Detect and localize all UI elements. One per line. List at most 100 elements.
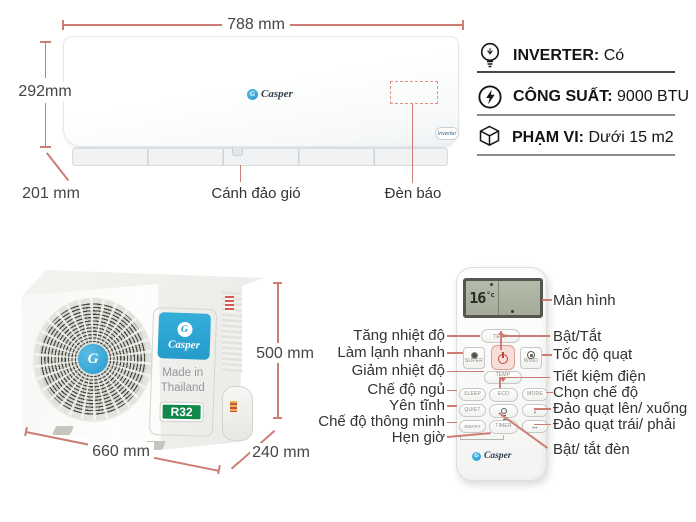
divider	[477, 71, 675, 73]
callout-fast-cooling: Làm lạnh nhanh	[337, 344, 445, 361]
casper-badge: G Casper	[157, 312, 212, 360]
brand-wordmark: Casper	[167, 337, 201, 352]
callout-line	[499, 377, 501, 388]
lightning-icon	[477, 83, 503, 111]
swing-horizontal-button: ↔	[522, 420, 548, 433]
casper-logo: G Casper	[472, 451, 511, 461]
pipe-cover	[222, 386, 253, 441]
divider	[477, 154, 675, 156]
indoor-depth-dimension: 201 mm	[20, 184, 82, 203]
temp-value: 16	[469, 289, 486, 307]
eco-button: ECO	[489, 388, 518, 402]
warning-sticker	[225, 296, 234, 312]
sleep-button: SLEEP	[459, 388, 486, 401]
brand-wordmark: Casper	[484, 451, 512, 461]
callout-line	[447, 421, 457, 423]
louver-callout: Cánh đảo gió	[211, 185, 301, 202]
made-in-line2: Thailand	[160, 381, 205, 394]
divider	[477, 114, 675, 116]
display-dot	[511, 310, 514, 313]
dimension-tick	[40, 146, 51, 148]
callout-quiet: Yên tĩnh	[389, 397, 445, 414]
made-in-label: Made in Thailand	[161, 366, 205, 396]
callout-line	[447, 405, 457, 407]
bulb-icon	[477, 41, 503, 71]
callout-light-toggle: Bật/ tắt đèn	[553, 441, 630, 458]
callout-line	[542, 354, 552, 356]
casper-logo: G Casper	[247, 88, 293, 100]
outdoor-badge-panel: G Casper Made in Thailand R32	[148, 306, 218, 438]
callout-screen: Màn hình	[553, 292, 616, 309]
spec-value: Dưới 15 m2	[588, 128, 674, 146]
spec-row-range: PHẠM VI: Dưới 15 m2	[477, 121, 679, 154]
callout-line	[447, 335, 480, 337]
callout-fan-speed: Tốc độ quạt	[553, 346, 633, 363]
callout-line	[546, 391, 553, 393]
callout-power: Bật/Tắt	[553, 328, 602, 345]
casper-logo-icon: G	[472, 451, 481, 461]
dimension-tick	[40, 41, 51, 43]
casper-fan-logo-icon: G	[78, 344, 108, 374]
swing-horizontal-icon: ↔	[530, 421, 540, 431]
display-temperature: 16°c	[466, 281, 499, 315]
callout-line	[501, 335, 550, 337]
callout-line	[411, 104, 413, 183]
callout-energy-saving: Tiết kiệm điện	[553, 368, 646, 385]
wind-icon	[527, 351, 535, 360]
made-in-line1: Made in	[162, 366, 204, 379]
inverter-badge: Inverter	[435, 127, 459, 140]
remote-display: 16°c	[463, 278, 543, 318]
spec-label: CÔNG SUẤT:	[513, 87, 613, 105]
callout-line	[500, 376, 550, 378]
callout-line	[447, 352, 463, 354]
louver-tab	[232, 147, 243, 156]
spec-row-capacity: CÔNG SUẤT: 9000 BTU	[477, 80, 689, 113]
callout-temp-down: Giảm nhiệt độ	[351, 362, 445, 379]
callout-line	[500, 331, 502, 350]
temp-down-icon	[500, 378, 506, 383]
callout-smart-mode: Chế độ thông minh	[318, 413, 445, 430]
dimension-line	[62, 24, 222, 26]
callout-timer: Hẹn giờ	[391, 429, 445, 446]
outdoor-height-dimension: 500 mm	[254, 344, 316, 363]
dimension-tick	[273, 417, 282, 419]
spec-text: PHẠM VI: Dưới 15 m2	[512, 129, 674, 147]
indoor-louver	[72, 147, 448, 166]
dimension-line	[44, 42, 46, 78]
outdoor-unit: G G Casper Made in Thailand R32	[18, 258, 298, 478]
refrigerant-badge: R32	[160, 402, 203, 422]
swing-vertical-icon: ↕	[532, 405, 538, 415]
spec-text: CÔNG SUẤT: 9000 BTU	[513, 88, 689, 106]
swing-vertical-button: ↕	[522, 404, 548, 417]
indicator-light-callout: Đèn báo	[384, 185, 442, 202]
spec-value: 9000 BTU	[617, 87, 690, 105]
quiet-button: QUIET	[459, 404, 486, 417]
power-button	[491, 345, 515, 370]
callout-line	[447, 389, 457, 391]
power-icon	[497, 351, 509, 364]
outdoor-width-dimension: 660 mm	[88, 442, 154, 461]
smart-button: SMART	[459, 420, 486, 433]
callout-swing-vertical: Đảo quạt lên/ xuống	[553, 400, 688, 417]
display-dot	[490, 283, 493, 286]
spec-label: PHẠM VI:	[512, 128, 584, 146]
brand-wordmark: Casper	[261, 88, 293, 100]
fan-speed-button: WIND	[520, 347, 542, 369]
spec-text: INVERTER: Có	[513, 47, 624, 65]
callout-line	[447, 370, 484, 372]
callout-swing-horizontal: Đảo quạt trái/ phải	[553, 416, 676, 433]
callout-sleep-mode: Chế độ ngủ	[367, 381, 445, 398]
dimension-line	[46, 152, 70, 181]
spec-row-inverter: INVERTER: Có	[477, 39, 679, 72]
cube-icon	[477, 124, 502, 151]
dimension-tick	[273, 282, 282, 284]
dimension-line	[277, 283, 279, 343]
indicator-light-region	[390, 81, 438, 104]
temp-unit: °c	[486, 291, 495, 299]
super-button: SUPER	[463, 347, 485, 369]
wind-label: WIND	[523, 358, 539, 365]
temp-down-label: TEMP	[495, 371, 511, 378]
indoor-height-dimension: 292mm	[16, 82, 74, 101]
dimension-tick	[462, 20, 464, 30]
indoor-width-dimension: 788 mm	[222, 15, 290, 34]
